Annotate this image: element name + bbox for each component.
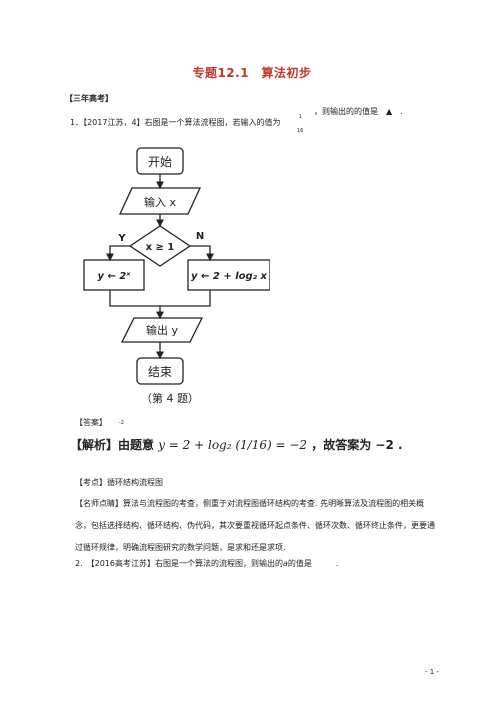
flow-end-shape xyxy=(136,357,184,385)
page-number: - 1 - xyxy=(425,668,439,676)
analysis-conclusion: ，故答案为 −2 . xyxy=(311,438,403,452)
flow-yes-label: Y xyxy=(117,233,126,244)
section-heading: 【三年高考】 xyxy=(65,94,113,103)
flow-left-process-label: y ← 2ˣ xyxy=(98,271,132,282)
question-2-suffix: 的值是 . xyxy=(287,559,339,568)
question-1-suffix: ，则输出的的值是 ▲ . xyxy=(314,107,403,116)
flow-input-shape xyxy=(118,187,202,215)
question-1-text: 1．【2017江苏，4】右图是一个算法流程图，若输入的值为 xyxy=(70,117,281,128)
answer-value: -2 xyxy=(119,420,124,426)
page-title: 专题12.1 算法初步 xyxy=(192,66,312,80)
flow-output-label: 输出 y xyxy=(146,323,178,337)
flow-left-process-shape xyxy=(83,259,145,291)
question-1-prefix: 1．【2017江苏，4】右图是一个算法流程图，若输入的值为 xyxy=(70,118,281,127)
flow-input-label: 输入 x xyxy=(144,195,176,209)
knowledge-point: 【考点】循环结构流程图 xyxy=(75,478,163,487)
teacher-comment: 【名师点睛】算法与流程图的考查，侧重于对流程图循环结构的考查. 先明晰算法及流程… xyxy=(75,499,435,552)
question-1-fraction: 1 16 xyxy=(297,110,303,138)
flow-start-label: 开始 xyxy=(148,155,172,169)
flow-caption: （第 4 题） xyxy=(141,391,199,405)
flow-right-process-shape xyxy=(187,259,270,291)
fraction-denominator: 16 xyxy=(297,128,304,134)
flow-condition-label: x ≥ 1 xyxy=(146,242,175,253)
analysis-expression: y = 2 + log₂ (1/16) = −2 xyxy=(158,438,308,452)
flowchart: 开始 输入 x x ≥ 1 Y N y ← 2ˣ y ← 2 + log₂ x … xyxy=(83,147,270,405)
flow-right-process-label: y ← 2 + log₂ x xyxy=(191,271,267,282)
flow-decision-shape xyxy=(128,225,192,267)
analysis-line: 【解析】由题意 y = 2 + log₂ (1/16) = −2 ，故答案为 −… xyxy=(70,436,403,453)
analysis-prefix: 【解析】由题意 xyxy=(70,438,155,452)
fraction-numerator: 1 xyxy=(298,114,302,120)
question-2-variable: a xyxy=(283,559,288,568)
flow-no-label: N xyxy=(196,231,204,242)
flow-end-label: 结束 xyxy=(148,365,172,379)
question-2-text: 2. 【2016高考江苏】右图是一个算法的流程图，则输出的a的值是 . xyxy=(75,558,338,569)
flow-output-shape xyxy=(120,317,204,343)
question-2-prefix: 2. 【2016高考江苏】右图是一个算法的流程图，则输出的 xyxy=(75,559,283,568)
answer-label: 【答案】 xyxy=(75,418,107,427)
